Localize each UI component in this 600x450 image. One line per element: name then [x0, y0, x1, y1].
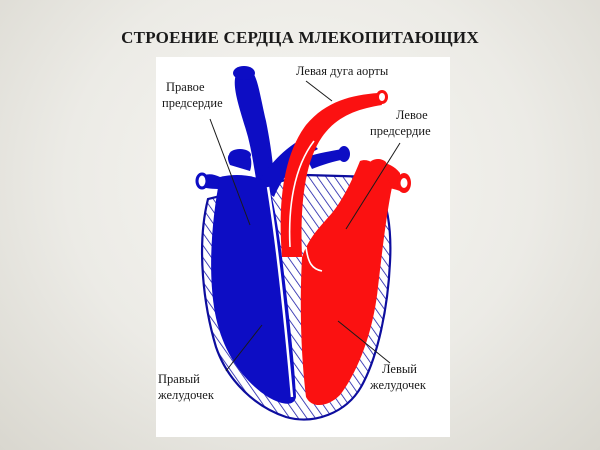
heart-diagram: Правое предсердие Левая дуга аорты Левое…	[156, 57, 450, 437]
left-heart	[280, 90, 411, 406]
superior-vena-cava	[234, 71, 274, 179]
label-left-ventricle-line2: желудочек	[369, 378, 427, 392]
label-right-ventricle-line2: желудочек	[157, 388, 215, 402]
label-left-atrium-line2: предсердие	[370, 124, 431, 138]
label-right-ventricle-line1: Правый	[158, 372, 200, 386]
pulmonary-branch	[306, 149, 346, 169]
label-left-aortic-arch: Левая дуга аорты	[296, 64, 389, 78]
label-right-atrium-line2: предсердие	[162, 96, 223, 110]
slide-title: СТРОЕНИЕ СЕРДЦА МЛЕКОПИТАЮЩИХ	[121, 28, 479, 47]
label-right-atrium-line1: Правое	[166, 80, 205, 94]
left-ventricle-body	[300, 160, 392, 406]
leader-lines	[209, 80, 401, 372]
left-aortic-arch	[280, 93, 382, 257]
label-left-atrium-line1: Левое	[396, 108, 428, 122]
label-left-ventricle-line1: Левый	[382, 362, 417, 376]
